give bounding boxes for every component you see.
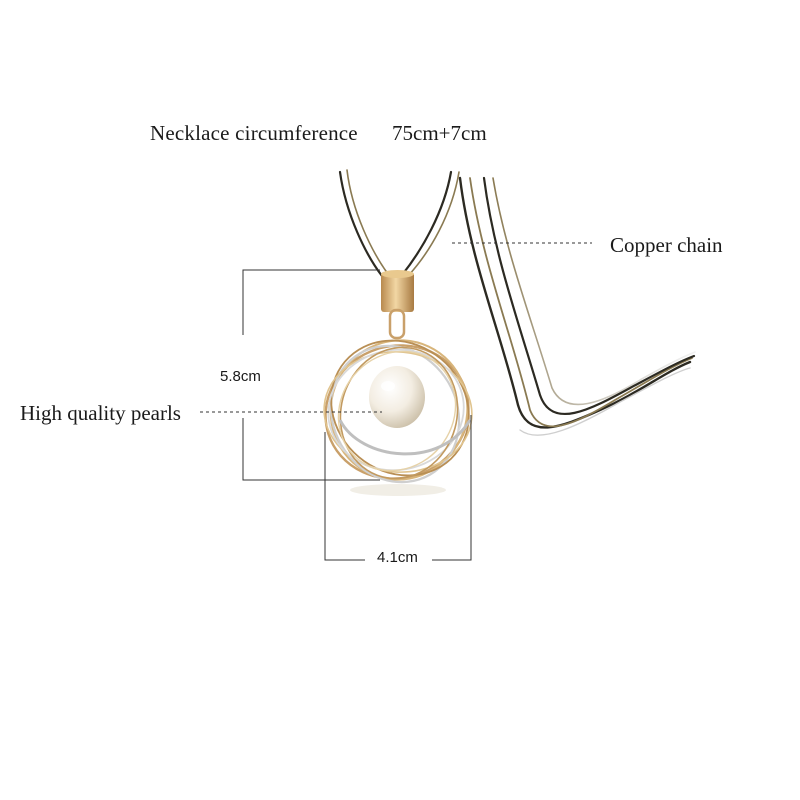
pearl-callout: High quality pearls — [20, 401, 181, 425]
dimension-guides — [200, 242, 592, 561]
height-guide-top — [242, 269, 380, 335]
height-dimension: 5.8cm — [220, 368, 261, 385]
pendant-bail — [381, 270, 414, 340]
height-guide-bottom — [242, 418, 380, 481]
width-dimension: 4.1cm — [377, 549, 418, 566]
chain-left — [338, 169, 460, 278]
width-guide-right — [432, 415, 472, 561]
pendant-rings — [323, 339, 473, 484]
chain-right — [458, 176, 696, 436]
circumference-value: 75cm+7cm — [392, 121, 487, 145]
reflection — [350, 484, 446, 496]
circumference-label: Necklace circumference — [150, 121, 358, 145]
pearl — [369, 366, 425, 428]
chain-callout: Copper chain — [610, 233, 723, 257]
width-guide-left — [324, 432, 365, 561]
